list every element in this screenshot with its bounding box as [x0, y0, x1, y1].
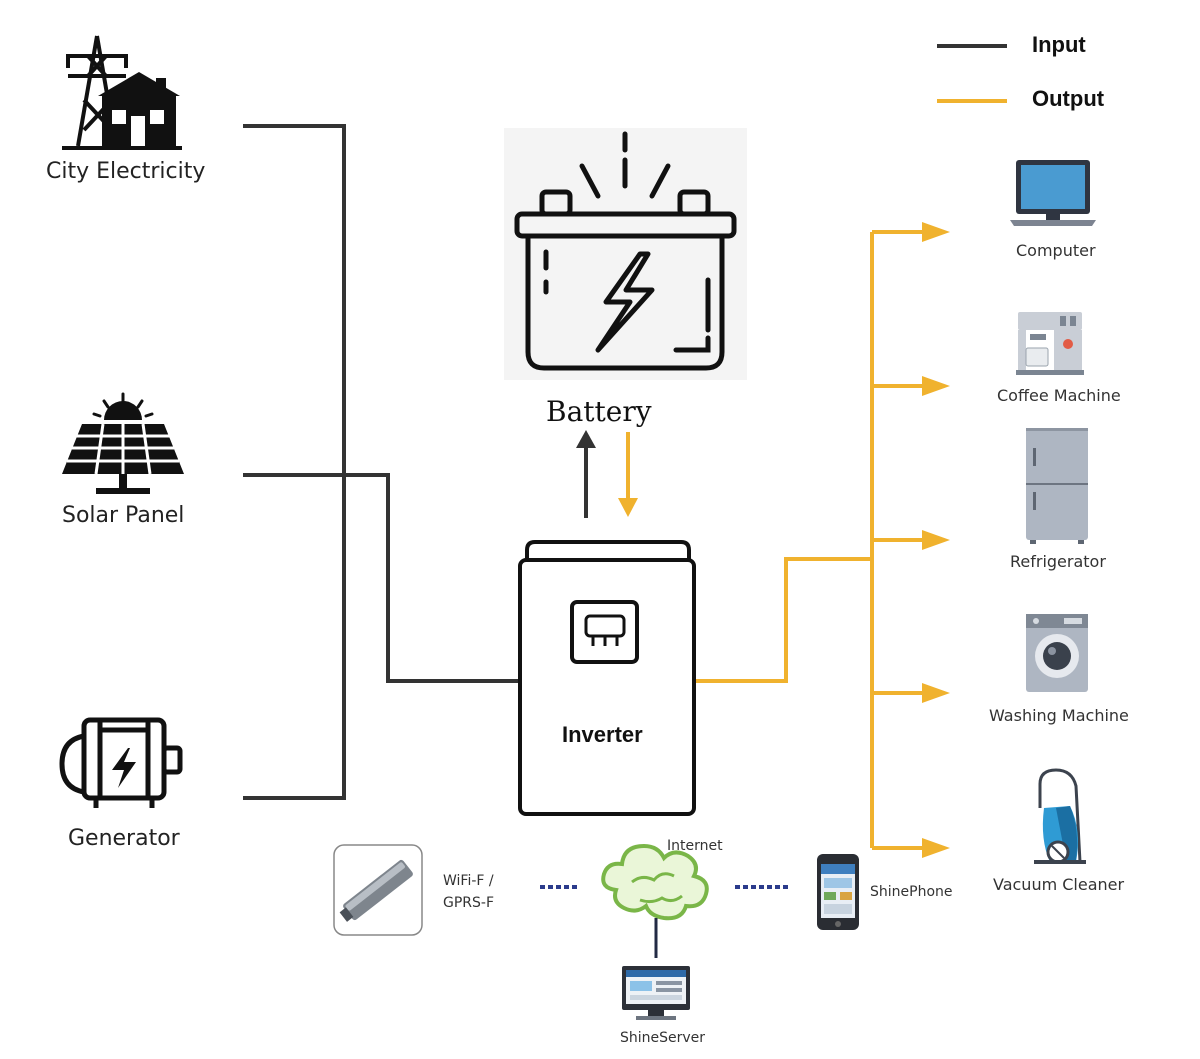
refrigerator-icon — [1026, 428, 1088, 544]
inverter-unit — [518, 540, 696, 816]
battery-icon — [504, 128, 747, 380]
input-wiring — [243, 124, 520, 800]
module-label-line1: WiFi-F / — [443, 873, 494, 889]
output-arrowheads — [922, 222, 950, 858]
internet-label: Internet — [667, 838, 723, 854]
vacuum-cleaner-label: Vacuum Cleaner — [993, 875, 1125, 894]
battery-discharge-arrow — [618, 432, 638, 517]
legend-output-label: Output — [1032, 86, 1105, 111]
coffee-machine-label: Coffee Machine — [997, 386, 1121, 405]
shinephone-icon — [817, 854, 859, 930]
washing-machine-label: Washing Machine — [989, 706, 1129, 725]
computer-label: Computer — [1016, 241, 1096, 260]
vacuum-cleaner-icon — [1034, 768, 1086, 864]
shinephone-label: ShinePhone — [870, 884, 953, 900]
coffee-machine-icon — [1016, 312, 1084, 375]
module-link-dots — [540, 885, 577, 889]
solar-panel-label: Solar Panel — [62, 503, 185, 528]
city-electricity-icon — [62, 35, 182, 150]
generator-icon — [59, 717, 183, 808]
cloud-phone-dots — [735, 885, 788, 889]
solar-panel-icon — [62, 392, 184, 494]
internet-cloud-icon — [601, 843, 709, 921]
shineserver-label: ShineServer — [620, 1030, 706, 1046]
generator-label: Generator — [68, 826, 180, 851]
city-electricity-label: City Electricity — [46, 159, 206, 184]
washing-machine-icon — [1026, 614, 1088, 692]
battery-charge-arrow — [576, 430, 596, 518]
legend-input-label: Input — [1032, 32, 1086, 57]
battery-label: Battery — [546, 395, 652, 428]
refrigerator-label: Refrigerator — [1010, 552, 1106, 571]
computer-icon — [1010, 160, 1096, 226]
module-label-line2: GPRS-F — [443, 895, 495, 911]
inverter-label: Inverter — [562, 722, 643, 747]
wifi-gprs-module-icon — [333, 844, 423, 936]
shineserver-icon — [622, 966, 690, 1020]
